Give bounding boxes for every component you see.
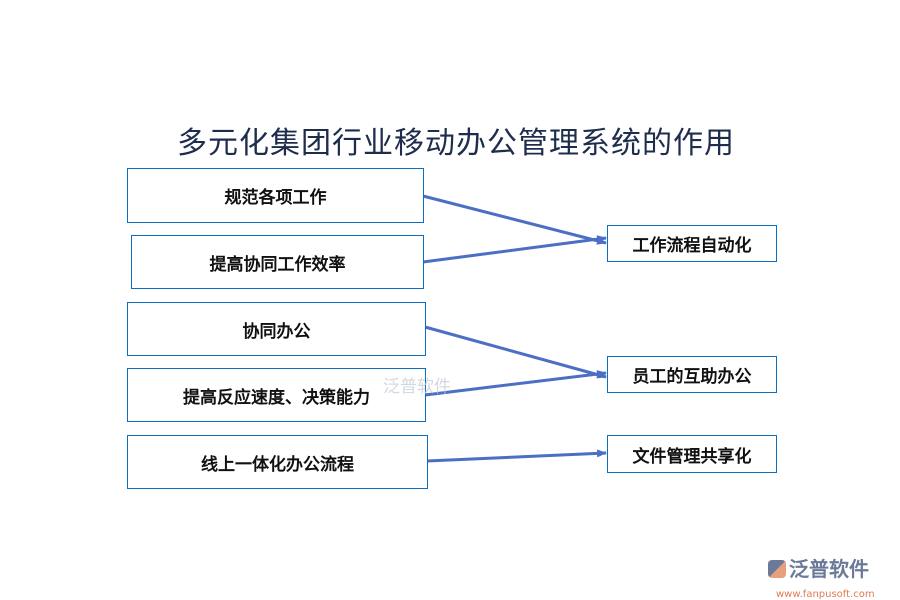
arrow-4-2 <box>426 449 607 463</box>
source-box: 提高反应速度、决策能力 <box>127 368 426 422</box>
logo-icon <box>768 560 786 578</box>
arrow-0-0 <box>422 194 607 245</box>
target-box: 工作流程自动化 <box>607 225 777 262</box>
source-box: 协同办公 <box>127 302 426 356</box>
target-box: 文件管理共享化 <box>607 435 777 473</box>
arrow-2-1 <box>424 325 607 379</box>
target-box: 员工的互助办公 <box>607 356 777 393</box>
source-box: 规范各项工作 <box>127 168 424 223</box>
brand-logo: 泛普软件 www.fanpusoft.com <box>768 553 875 600</box>
arrow-3-1 <box>424 370 607 397</box>
logo-url: www.fanpusoft.com <box>776 589 875 600</box>
diagram-title: 多元化集团行业移动办公管理系统的作用 <box>177 126 735 161</box>
watermark: 泛普软件 <box>383 377 451 397</box>
source-box: 提高协同工作效率 <box>131 235 424 289</box>
arrow-1-0 <box>422 235 607 264</box>
source-box: 线上一体化办公流程 <box>127 435 428 489</box>
logo-name: 泛普软件 <box>789 557 869 581</box>
